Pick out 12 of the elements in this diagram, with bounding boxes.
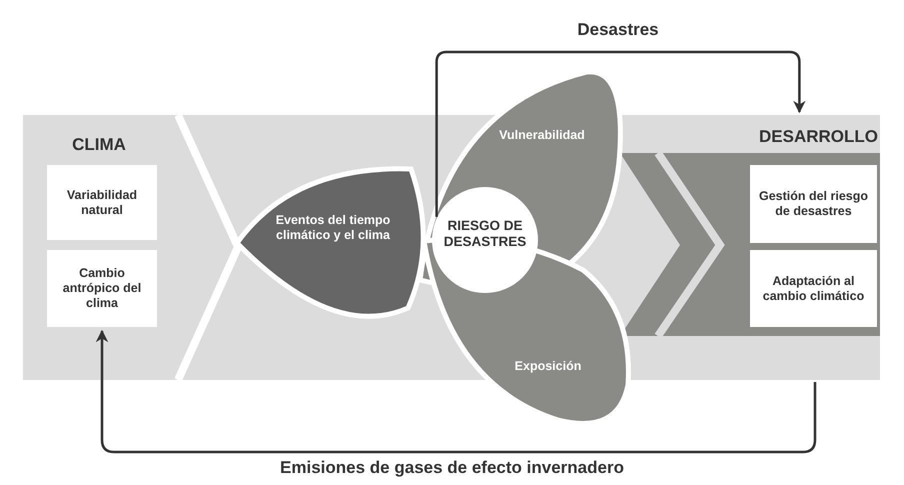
arrow [96,330,816,454]
petal-label: Eventos del tiempo climático y el clima [274,213,392,243]
petal-label: Exposición [514,359,582,374]
arrow [435,50,806,217]
panel-title: CLIMA [71,135,127,156]
factor-box: Cambio antrópico del clima [47,250,157,327]
factor-box: Variabilidad natural [47,165,157,240]
panel-title: DESARROLLO [759,127,878,148]
petal-label: Vulnerabilidad [498,128,586,143]
factor-box: Adaptación al cambio climático [750,250,877,327]
factor-box: Gestión del riesgo de desastres [750,165,877,243]
risk-label: RIESGO DE DESASTRES [442,218,528,250]
